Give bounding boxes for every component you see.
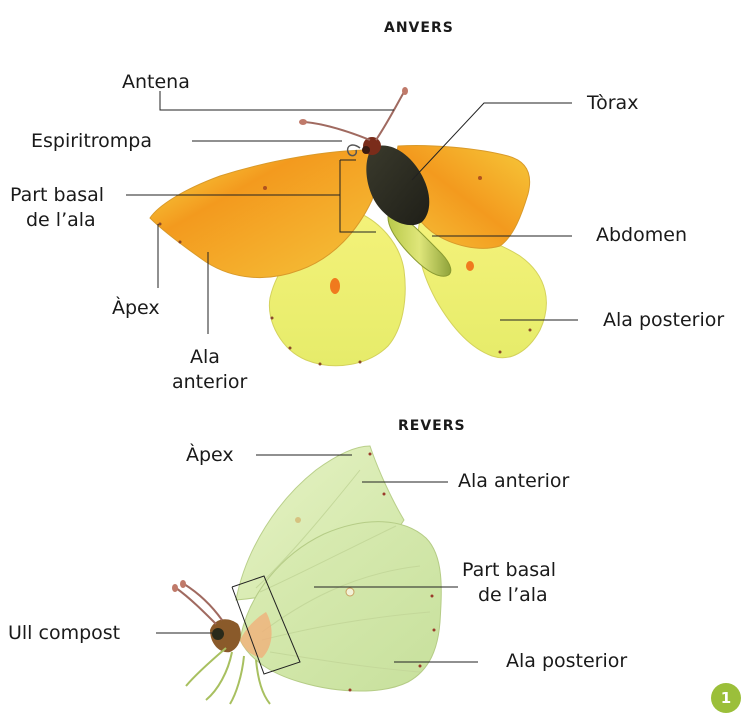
revers-antenna-2	[184, 584, 222, 620]
label-abdomen: Abdomen	[596, 224, 687, 246]
label-ala-anterior-revers: Ala anterior	[458, 470, 569, 492]
label-part-basal-revers-line2: de l’ala	[478, 584, 548, 606]
label-torax: Tòrax	[587, 92, 638, 114]
label-espiritrompa: Espiritrompa	[31, 130, 152, 152]
label-apex-anvers: Àpex	[112, 297, 160, 319]
label-part-basal-revers-line1: Part basal	[462, 559, 556, 581]
revers-title: REVERS	[398, 418, 466, 434]
revers-compound-eye	[212, 628, 224, 640]
anvers-spot-left	[330, 278, 340, 294]
label-ala-anterior-line2: anterior	[172, 371, 247, 393]
label-part-basal-line1: Part basal	[10, 184, 104, 206]
label-antena: Antena	[122, 71, 190, 93]
anvers-title: ANVERS	[384, 20, 454, 36]
anvers-antenna-right	[376, 92, 404, 140]
label-ala-posterior-revers: Ala posterior	[506, 650, 627, 672]
page-number-badge: 1	[711, 683, 741, 713]
label-part-basal-line2: de l’ala	[26, 209, 96, 231]
anvers-butterfly	[150, 87, 546, 366]
label-ull-compost: Ull compost	[8, 622, 120, 644]
label-ala-posterior-anvers: Ala posterior	[603, 309, 724, 331]
anvers-spot-right	[466, 261, 474, 271]
label-ala-anterior-line1: Ala	[190, 346, 220, 368]
label-apex-revers: Àpex	[186, 444, 234, 466]
revers-butterfly	[172, 446, 441, 704]
anvers-antenna-left	[305, 122, 370, 140]
